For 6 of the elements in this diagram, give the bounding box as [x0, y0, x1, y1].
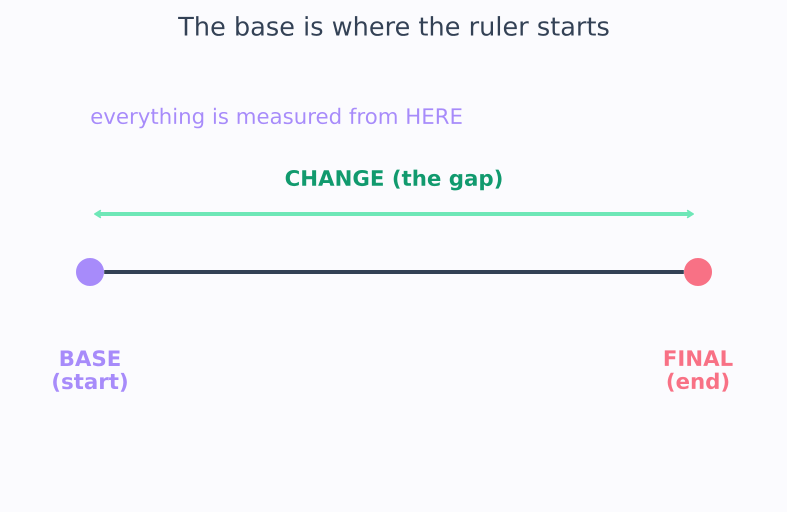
line [104, 270, 684, 274]
dot-caption: BASE (start) [53, 350, 127, 392]
note: everything is measured from HERE [91, 108, 462, 128]
dimension-label: CHANGE (the gap) [286, 170, 502, 190]
title: The base is where the ruler starts [178, 16, 609, 36]
dot-caption: FINAL (end) [664, 350, 733, 392]
